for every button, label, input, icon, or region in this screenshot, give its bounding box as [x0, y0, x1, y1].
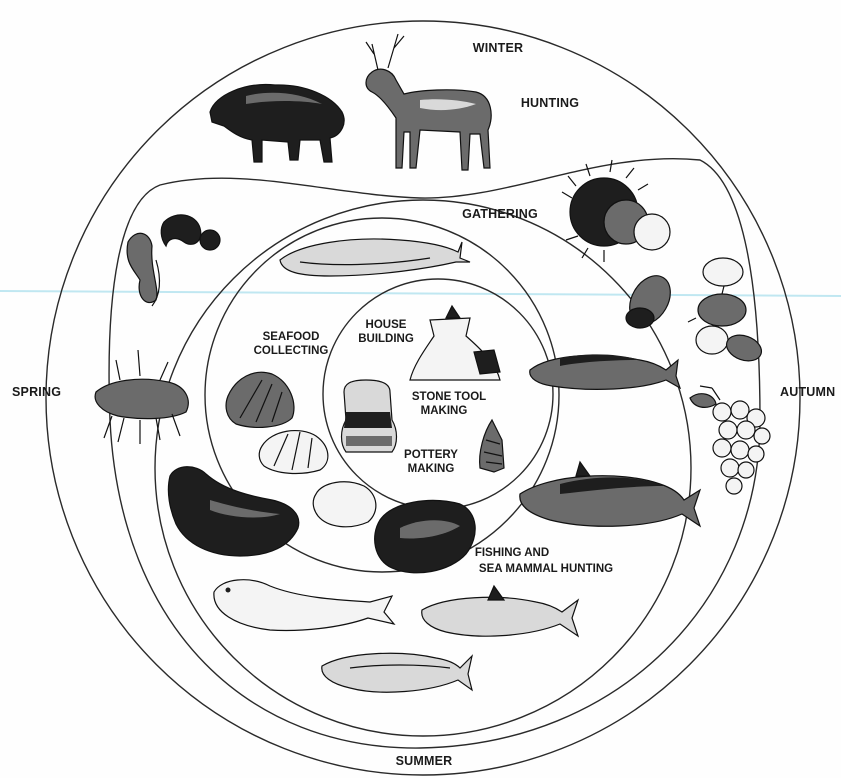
clam-icon — [259, 431, 328, 474]
abalone-icon — [313, 482, 475, 573]
label-stone-line2: MAKING — [421, 405, 468, 417]
shell-icon — [226, 372, 294, 427]
label-pottery-line2: MAKING — [408, 463, 455, 475]
label-hunting: HUNTING — [521, 96, 579, 110]
fish-icon — [422, 586, 578, 636]
whale-icon — [280, 239, 470, 276]
seal-icon — [214, 580, 394, 631]
chestnut-icon — [562, 160, 670, 262]
label-winter: WINTER — [473, 41, 524, 55]
label-summer: SUMMER — [396, 754, 453, 768]
grapes-icon — [690, 386, 770, 494]
label-stone-line1: STONE TOOL — [412, 391, 486, 403]
label-seafood-line2: COLLECTING — [254, 345, 329, 357]
tuna-icon — [520, 462, 700, 526]
label-fishing-line1: FISHING AND — [475, 547, 549, 559]
label-autumn: AUTUMN — [780, 385, 835, 399]
label-house-line2: BUILDING — [358, 333, 414, 345]
boar-icon — [210, 85, 344, 162]
label-fishing-line2: SEA MAMMAL HUNTING — [479, 563, 613, 575]
sardine-icon — [322, 653, 472, 692]
label-spring: SPRING — [12, 385, 61, 399]
label-house-line1: HOUSE — [366, 319, 407, 331]
pit-house-icon — [410, 306, 500, 380]
stone-tool-icon — [480, 420, 504, 472]
acorn-icon — [688, 286, 765, 365]
label-gathering: GATHERING — [462, 207, 538, 221]
label-pottery-line1: POTTERY — [404, 449, 458, 461]
sea-lion-icon — [168, 467, 298, 556]
label-seafood-line1: SEAFOOD — [263, 331, 320, 343]
pottery-jar-icon — [342, 380, 397, 452]
salmon-icon — [530, 354, 680, 389]
